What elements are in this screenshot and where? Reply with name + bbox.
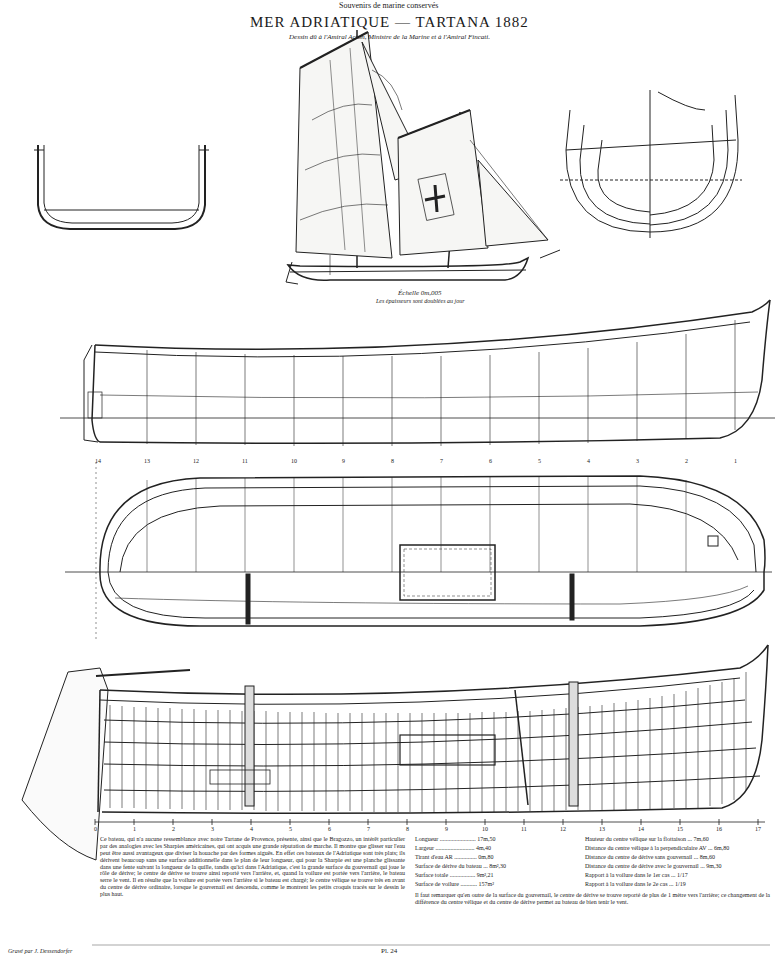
scale-number: 14 [638, 826, 644, 833]
scale-number: 8 [406, 826, 409, 833]
dimension-row: Rapport à la voilure dans le 2e cas ... … [585, 881, 686, 888]
station-number: 6 [489, 458, 492, 465]
scale-number: 13 [599, 826, 605, 833]
dimension-row: Largeur .......................... 4m,40 [415, 845, 491, 852]
station-number: 10 [291, 458, 297, 465]
dimension-row: Distance du centre vélique à la perpendi… [585, 845, 729, 852]
scale-number: 0 [94, 826, 97, 833]
station-number: 9 [342, 458, 345, 465]
station-number: 12 [193, 458, 199, 465]
scale-number: 9 [445, 826, 448, 833]
dimension-row: Rapport à la voilure dans le 1er cas ...… [585, 872, 688, 879]
scale-number: 15 [677, 826, 683, 833]
plate-number: Pl. 24 [381, 947, 397, 955]
engraver-credit: Gravé par J. Dessendorfer [8, 948, 72, 955]
header-text: Souvenirs de marine conservés [339, 1, 438, 10]
dimension-row: Surface totale ................. 9m²,21 [415, 872, 494, 879]
station-number: 11 [242, 458, 248, 465]
scale-number: 4 [250, 826, 253, 833]
station-number: 14 [95, 458, 101, 465]
scale-number: 5 [289, 826, 292, 833]
scale-number: 1 [133, 826, 136, 833]
scale-number: 17 [755, 826, 761, 833]
scale-number: 12 [560, 826, 566, 833]
scale-number: 11 [521, 826, 527, 833]
dimension-row: Tirant d'eau AR ............... 0m,80 [415, 854, 494, 861]
dimension-row: Hauteur du centre vélique sur la flottai… [585, 836, 709, 843]
station-number: 8 [391, 458, 394, 465]
scale-number: 3 [211, 826, 214, 833]
station-number: 7 [440, 458, 443, 465]
dimension-row: Surface de dérive du bateau ... 8m²,30 [415, 863, 506, 870]
scale-number: 2 [172, 826, 175, 833]
scale-number: 6 [328, 826, 331, 833]
station-number: 4 [587, 458, 590, 465]
scale-note: Les épaisseurs sont doublées au jour [376, 298, 465, 305]
dimension-row: Distance du centre de dérive sans gouver… [585, 854, 715, 861]
station-number: 5 [538, 458, 541, 465]
dimension-row: Distance du centre de dérive avec le gou… [585, 863, 721, 870]
scale-number: 16 [716, 826, 722, 833]
plate-title: MER ADRIATIQUE — TARTANA 1882 [250, 14, 529, 31]
station-number: 1 [734, 458, 737, 465]
sail-plan [286, 30, 560, 284]
outboard-profile [60, 300, 775, 446]
scale-number: 7 [367, 826, 370, 833]
scale-number: 10 [482, 826, 488, 833]
construction-profile [22, 645, 768, 860]
station-number: 13 [144, 458, 150, 465]
half-breadth-plan [65, 462, 772, 640]
subtitle: Dessin dû à l'Amiral Acton, Ministre de … [289, 33, 490, 41]
station-number: 3 [636, 458, 639, 465]
scale-note: Échelle 0m,005 [398, 289, 442, 297]
station-number: 2 [685, 458, 688, 465]
midship-section [34, 145, 209, 229]
dimension-row: Longueur ........................ 17m,50 [415, 836, 496, 843]
body-plan [560, 90, 742, 238]
note-paragraph: Ce bateau, qui n'a aucune ressemblance a… [100, 836, 405, 898]
dimension-row: Surface de voilure ........... 157m² [415, 881, 494, 888]
note-paragraph: Il faut remarquer qu'en outre de la surf… [415, 892, 770, 906]
